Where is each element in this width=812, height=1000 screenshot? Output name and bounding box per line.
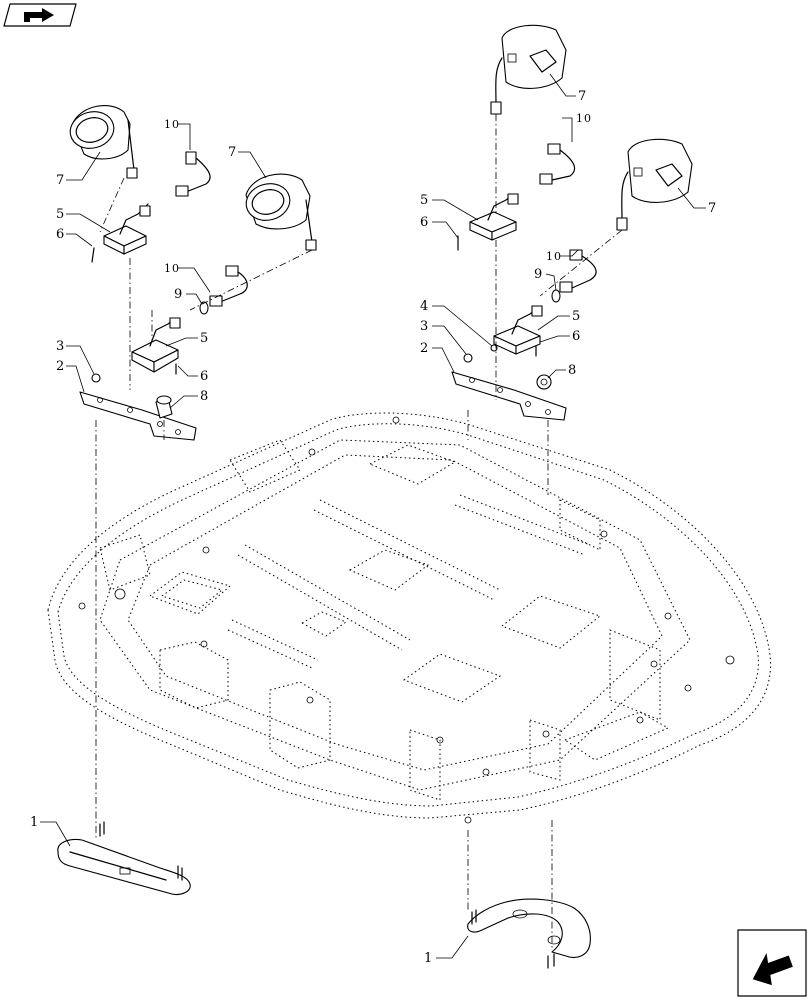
callout-handle-right: 1 <box>424 951 432 966</box>
callout-switch-right-top: 5 <box>420 193 428 208</box>
callout-switch-left-mid: 5 <box>200 331 208 346</box>
right-harness-top <box>539 143 576 185</box>
right-switch-mid <box>493 305 543 355</box>
right-work-lamp-top <box>490 24 567 115</box>
callout-plug-right: 8 <box>568 363 576 378</box>
callout-lamp-left-top: 7 <box>56 173 64 188</box>
right-bracket <box>451 371 567 421</box>
callout-lamp-left-mid: 7 <box>228 145 236 160</box>
left-harness-top <box>175 151 211 197</box>
left-switch-top <box>103 203 151 255</box>
left-harness-mid <box>209 265 248 307</box>
left-nut <box>91 373 101 383</box>
callout-grommet-right: 9 <box>534 267 542 282</box>
callout-screw-left-mid: 6 <box>200 369 208 384</box>
right-nut <box>463 353 473 363</box>
callout-harness-right-top: 10 <box>576 112 592 125</box>
callout-grommet-left: 9 <box>174 287 182 302</box>
left-screw-top <box>91 247 95 263</box>
callout-washer-right: 4 <box>420 299 428 314</box>
left-plug <box>155 395 173 419</box>
left-work-lamp-mid <box>245 173 317 251</box>
callout-switch-right-mid: 5 <box>572 309 580 324</box>
back-arrow-icon[interactable] <box>3 3 77 27</box>
callout-lamp-right-mid: 7 <box>708 201 716 216</box>
left-switch-mid <box>131 317 181 373</box>
right-grommet <box>551 289 561 303</box>
callout-bracket-right: 2 <box>420 341 428 356</box>
left-bracket <box>79 391 197 441</box>
callout-handle-left: 1 <box>30 815 38 830</box>
callout-switch-left-top: 5 <box>56 207 64 222</box>
callout-screw-left-top: 6 <box>56 227 64 242</box>
callout-lamp-right-top: 7 <box>578 89 586 104</box>
right-work-lamp-mid <box>616 138 693 231</box>
callout-plug-left: 8 <box>200 389 208 404</box>
callout-screw-right-mid: 6 <box>572 329 580 344</box>
right-switch-top <box>469 193 519 241</box>
left-work-lamp-top <box>69 105 138 179</box>
left-handle <box>57 821 191 896</box>
callout-harness-right-mid: 10 <box>546 250 562 263</box>
right-handle <box>467 898 591 969</box>
callout-nut-left: 3 <box>56 339 64 354</box>
callout-screw-right-top: 6 <box>420 215 428 230</box>
right-plug <box>536 374 552 390</box>
callout-harness-left-mid: 10 <box>164 262 180 275</box>
callout-harness-left-top: 10 <box>164 118 180 131</box>
forward-arrow-icon[interactable] <box>737 929 807 997</box>
cab-roof-panel <box>47 412 772 824</box>
callout-bracket-left: 2 <box>56 359 64 374</box>
callout-nut-right: 3 <box>420 319 428 334</box>
right-washer <box>490 344 498 352</box>
left-grommet <box>199 301 209 315</box>
